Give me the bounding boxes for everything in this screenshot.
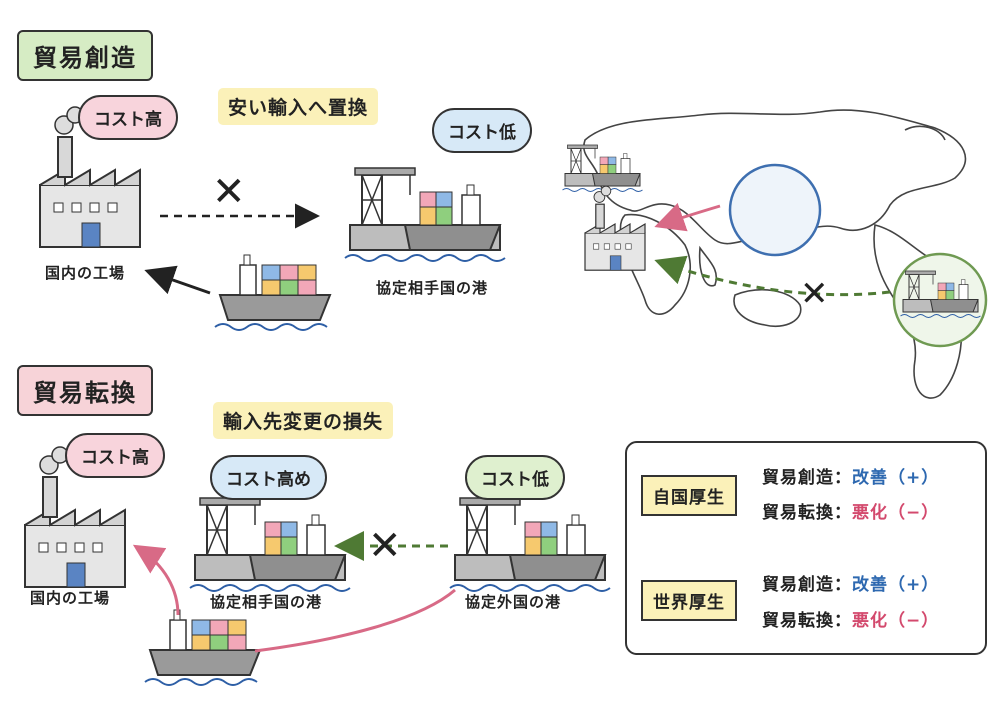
section2-partner-label: 協定相手国の港 <box>210 593 323 611</box>
legend-box: 自国厚生 貿易創造：改善（+） 貿易転換：悪化（−） 世界厚生 貿易創造：改善（… <box>625 441 987 655</box>
green-arrow-map <box>654 255 891 297</box>
section2-title: 貿易転換 <box>17 365 153 416</box>
legend-world-row1-label: 貿易創造： <box>762 575 852 595</box>
section1-note: 安い輸入へ置換 <box>218 88 379 125</box>
legend-domestic-row1-value: 改善（+） <box>852 468 940 488</box>
legend-world-row1-value: 改善（+） <box>852 575 940 595</box>
pink-curve-2 <box>254 588 456 653</box>
legend-domestic-row2: 貿易転換：悪化（−） <box>762 498 939 523</box>
partner-port-icon-2 <box>189 497 351 592</box>
section2-factory-cloud: コスト高 <box>65 433 165 478</box>
section2-factory-label: 国内の工場 <box>30 589 111 607</box>
legend-world-row2-label: 貿易転換： <box>762 611 852 631</box>
legend-domestic-row1-label: 貿易創造： <box>762 468 852 488</box>
section1-factory-cloud: コスト高 <box>78 95 178 140</box>
section2-outside-cloud: コスト低 <box>465 455 565 500</box>
legend-world-row2-value: 悪化（−） <box>852 611 940 631</box>
factory-cost-text: コスト高 <box>78 95 178 140</box>
partner-cost-text-2: コスト高め <box>210 455 327 500</box>
import-arrow-1 <box>144 265 211 295</box>
section2-note: 輸入先変更の損失 <box>213 402 394 439</box>
section1-title: 貿易創造 <box>17 30 153 81</box>
outside-port-icon-2 <box>449 497 611 592</box>
legend-domestic-row2-label: 貿易転換： <box>762 503 852 523</box>
legend-domestic-title: 自国厚生 <box>641 475 737 516</box>
section1-partner-cloud: コスト低 <box>432 108 532 153</box>
ship-icon-1 <box>214 254 331 331</box>
section2-outside-label: 協定外国の港 <box>465 593 562 611</box>
legend-domestic-row1: 貿易創造：改善（+） <box>762 463 939 488</box>
cross-icon-2: ✕ <box>368 523 402 569</box>
section1-factory-label: 国内の工場 <box>45 264 126 282</box>
partner-port-mini <box>562 144 643 192</box>
factory-icon-map <box>584 185 646 271</box>
section1-partner-label: 協定相手国の港 <box>376 279 489 297</box>
legend-domestic-row2-value: 悪化（−） <box>852 503 940 523</box>
legend-world-row2: 貿易転換：悪化（−） <box>762 606 939 631</box>
partner-port-icon-1 <box>344 167 506 262</box>
factory-cost-text-2: コスト高 <box>65 433 165 478</box>
pink-arrow-2 <box>132 544 180 616</box>
ship-icon-2 <box>144 609 261 686</box>
partner-circle <box>728 163 822 257</box>
legend-world-row1: 貿易創造：改善（+） <box>762 570 939 595</box>
cross-icon-map: ✕ <box>800 274 829 314</box>
cross-icon-1: ✕ <box>212 169 246 215</box>
outside-cost-text: コスト低 <box>465 455 565 500</box>
partner-cost-text: コスト低 <box>432 108 532 153</box>
section2-partner-cloud: コスト高め <box>210 455 327 500</box>
legend-world-title: 世界厚生 <box>641 580 737 621</box>
pink-arrow-map <box>654 202 721 232</box>
